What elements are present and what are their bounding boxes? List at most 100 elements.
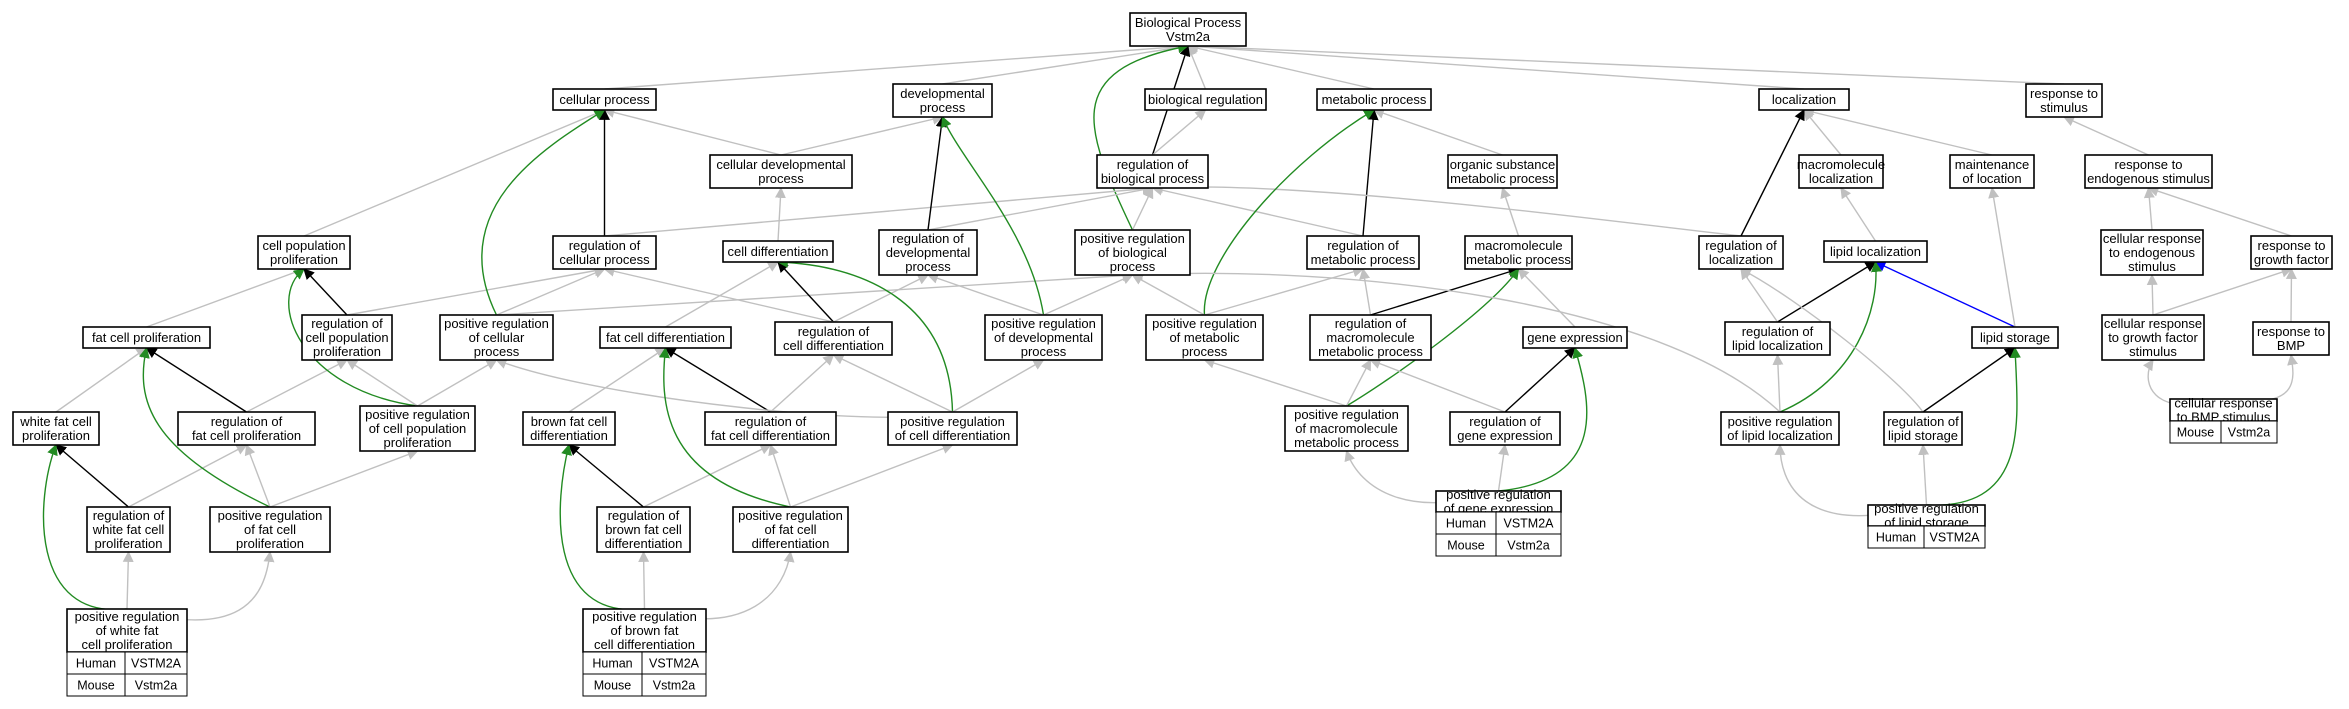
term-box bbox=[1724, 321, 1831, 356]
term-label-line: proliferation bbox=[95, 536, 163, 551]
term-label-line: response to bbox=[2030, 86, 2098, 101]
annotation-cell-text: Mouse bbox=[77, 679, 115, 693]
go-term-lipid-localization[interactable]: lipid localization bbox=[1823, 240, 1928, 263]
term-label-line: regulation of bbox=[1887, 414, 1959, 429]
edge-regulates-rtes-to-rts bbox=[2062, 116, 2149, 156]
term-box bbox=[1720, 411, 1840, 446]
term-label-line: cell differentiation bbox=[783, 338, 884, 353]
go-term-lipid-storage[interactable]: lipid storage bbox=[1971, 326, 2059, 349]
edge-regulates-rfcd-to-rcd bbox=[770, 354, 835, 413]
go-term-biological-regulation[interactable]: biological regulation bbox=[1144, 88, 1267, 111]
term-label-line: macromolecule bbox=[1474, 238, 1562, 253]
edge-regulates-prfcd-to-rfcd bbox=[768, 443, 792, 508]
term-box bbox=[1306, 235, 1420, 270]
go-term-localization[interactable]: localization bbox=[1758, 88, 1850, 111]
term-label-line: positive regulation bbox=[218, 508, 323, 523]
edge-regulates-prdp-to-rdp bbox=[926, 273, 1044, 316]
go-term-fat-cell-proliferation[interactable]: fat cell proliferation bbox=[82, 326, 211, 349]
go-term-fat-cell-differentiation[interactable]: fat cell differentiation bbox=[599, 326, 732, 349]
go-term-cell-differentiation[interactable]: cell differentiation bbox=[722, 240, 834, 263]
edge-is-a-rmp-to-mp bbox=[1362, 108, 1379, 237]
term-label-line: regulation of bbox=[608, 508, 680, 523]
annotation-cell-text: Vstm2a bbox=[1507, 539, 1549, 553]
term-label-line: proliferation bbox=[384, 435, 452, 450]
term-box bbox=[732, 506, 849, 553]
term-box bbox=[1284, 405, 1409, 452]
term-box bbox=[177, 411, 316, 446]
edge-regulates-cp-to-bp bbox=[604, 41, 1190, 90]
go-term-metabolic-process[interactable]: metabolic process bbox=[1316, 88, 1432, 111]
term-label-line: regulation of bbox=[1742, 324, 1814, 339]
term-box bbox=[722, 240, 834, 263]
species-cell-mouse: Mouse bbox=[2169, 420, 2222, 444]
go-term-gene-expression[interactable]: gene expression bbox=[1522, 326, 1628, 349]
term-box bbox=[1309, 314, 1432, 361]
gene-cell-mouse: Vstm2a bbox=[1495, 533, 1562, 557]
term-box bbox=[82, 326, 211, 349]
term-label-line: proliferation bbox=[236, 536, 304, 551]
edge-regulates-ml-to-loc bbox=[1803, 109, 1842, 156]
annotation-cell-text: Mouse bbox=[1447, 539, 1485, 553]
term-label-line: positive regulation bbox=[1728, 414, 1833, 429]
edge-positively-regulates-prmp-to-mp bbox=[1203, 109, 1375, 316]
edge-regulates-prbp-to-rbp bbox=[1131, 187, 1154, 231]
term-box bbox=[257, 235, 351, 270]
edge-positively-regulates-prwfcp-to-wfcp bbox=[42, 443, 128, 611]
term-box bbox=[774, 321, 893, 356]
go-term-cellular-process[interactable]: cellular process bbox=[552, 88, 657, 111]
term-label-line: regulation of bbox=[569, 238, 641, 253]
term-box bbox=[1949, 154, 2035, 189]
edge-is-a-rcpp-to-cpp bbox=[303, 268, 348, 316]
term-label-line: response to bbox=[2257, 324, 2325, 339]
edge-regulates-prmp-to-prbp bbox=[1131, 274, 1205, 316]
term-label-line: biological regulation bbox=[1148, 92, 1263, 107]
term-box bbox=[12, 411, 100, 446]
